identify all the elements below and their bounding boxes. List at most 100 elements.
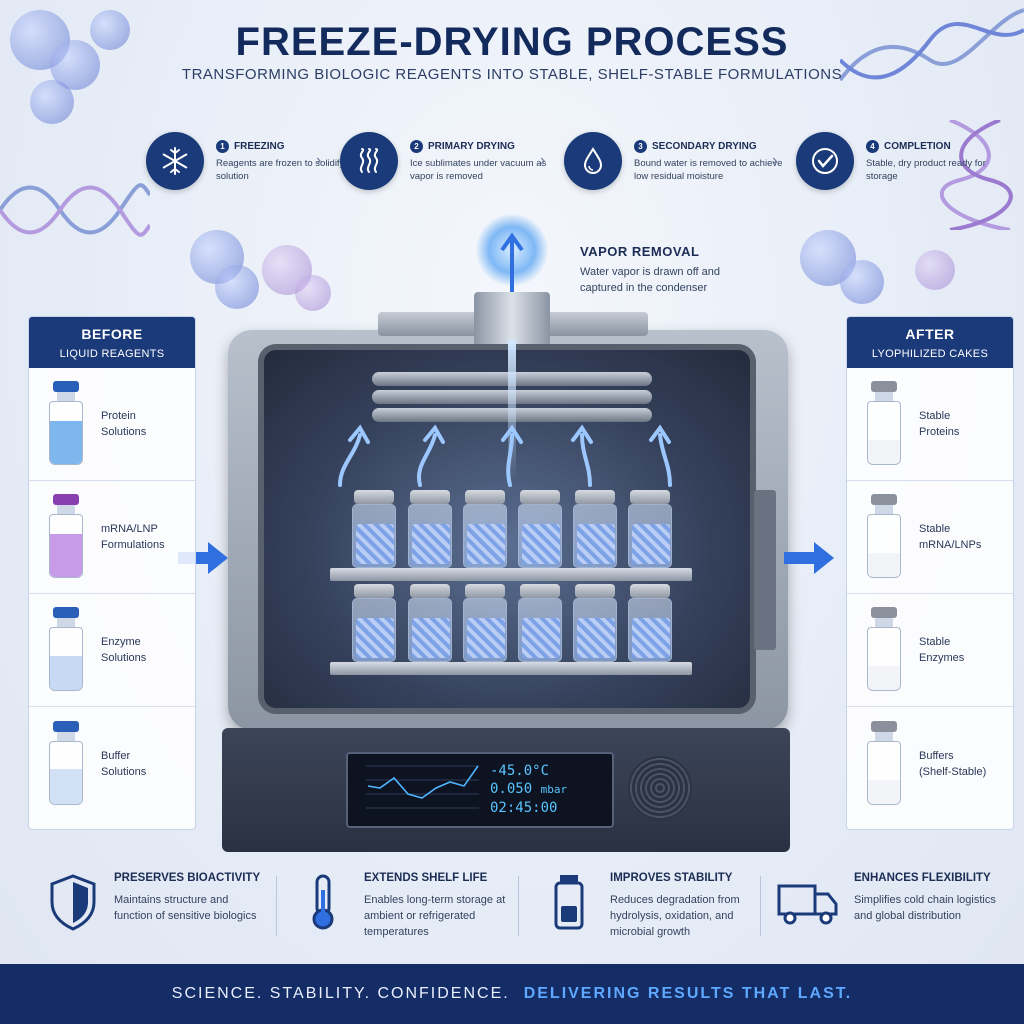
before-subtitle: LIQUID REAGENTS xyxy=(59,348,165,360)
step-description: Ice sublimates under vacuum as vapor is … xyxy=(410,157,547,182)
chamber-vial xyxy=(573,490,617,568)
step-completion: 4 COMPLETION Stable, dry product ready fo… xyxy=(796,130,1024,192)
vial-label: mRNA/LNP Formulations xyxy=(101,523,165,551)
vial-label: Buffers (Shelf-Stable) xyxy=(919,749,987,778)
chamber-vial xyxy=(573,584,617,662)
step-title: SECONDARY DRYING xyxy=(652,140,757,152)
chevron-right-icon: › xyxy=(540,152,546,169)
vial-label: Protein Solutions xyxy=(101,410,147,438)
step-number: 3 xyxy=(634,139,647,153)
liquid-vial-icon xyxy=(47,494,85,580)
vapor-arrows xyxy=(338,424,672,487)
time-readout: 02:45:00 xyxy=(490,800,558,816)
dna-helix-decoration-top-right xyxy=(840,8,1024,82)
list-item: mRNA/LNP Formulations xyxy=(29,481,195,594)
benefit-enhances-flexibility: ENHANCES FLEXIBILITY Simplifies cold cha… xyxy=(776,872,1012,948)
benefit-description: Maintains structure and function of sens… xyxy=(114,894,257,922)
arrow-right-icon xyxy=(784,542,834,574)
water-drop-icon xyxy=(564,132,622,190)
benefit-description: Simplifies cold chain logistics and glob… xyxy=(854,894,996,922)
vial-icon xyxy=(554,875,584,930)
checkmark-icon xyxy=(796,132,854,190)
vial-label: Buffer Solutions xyxy=(101,749,147,778)
before-title: BEFORE xyxy=(81,326,143,342)
chamber-shelf xyxy=(330,662,692,675)
list-item: Enzyme Solutions xyxy=(29,594,195,707)
list-item: Buffers (Shelf-Stable) xyxy=(847,707,1013,820)
page-subtitle: TRANSFORMING BIOLOGIC REAGENTS INTO STAB… xyxy=(181,66,843,83)
benefit-description: Reduces degradation from hydrolysis, oxi… xyxy=(610,894,740,938)
benefit-preserves-bioactivity: PRESERVES BIOACTIVITY Maintains structur… xyxy=(46,872,282,948)
step-number: 1 xyxy=(216,139,229,153)
benefit-title: ENHANCES FLEXIBILITY xyxy=(854,872,991,884)
page-title: FREEZE-DRYING PROCESS xyxy=(235,20,789,64)
chamber-vial xyxy=(518,490,562,568)
footer-tagline: SCIENCE. STABILITY. CONFIDENCE. xyxy=(171,985,510,1002)
chamber-vial xyxy=(463,490,507,568)
divider xyxy=(760,876,761,936)
step-title: COMPLETION xyxy=(884,140,951,152)
footer-banner: SCIENCE. STABILITY. CONFIDENCE. DELIVERI… xyxy=(0,964,1024,1024)
chamber-vial xyxy=(352,490,396,568)
vapor-removal-description: Water vapor is drawn off and captured in… xyxy=(580,266,721,294)
thermometer-icon xyxy=(312,874,334,930)
list-item: Stable Proteins xyxy=(847,368,1013,481)
pressure-readout: 0.050 xyxy=(490,781,533,797)
arrow-right-icon xyxy=(178,542,228,574)
shield-icon xyxy=(50,874,96,931)
step-number: 2 xyxy=(410,139,423,153)
benefit-title: PRESERVES BIOACTIVITY xyxy=(114,872,261,884)
truck-icon xyxy=(777,884,838,925)
list-item: Stable mRNA/LNPs xyxy=(847,481,1013,594)
benefit-title: IMPROVES STABILITY xyxy=(610,872,733,884)
liquid-vial-icon xyxy=(47,607,85,693)
chevron-right-icon: › xyxy=(316,152,322,169)
divider xyxy=(518,876,519,936)
vial-label: Stable mRNA/LNPs xyxy=(919,523,982,551)
chamber-vial xyxy=(628,490,672,568)
list-item: Buffer Solutions xyxy=(29,707,195,820)
chamber-vial xyxy=(408,584,452,662)
step-description: Stable, dry product ready for storage xyxy=(866,157,986,182)
liquid-vial-icon xyxy=(47,381,85,467)
chamber-vial xyxy=(628,584,672,662)
benefit-improves-stability: IMPROVES STABILITY Reduces degradation f… xyxy=(542,872,778,948)
benefit-description: Enables long-term storage at ambient or … xyxy=(364,894,506,938)
chamber-vial xyxy=(518,584,562,662)
vapor-outlet-pipe xyxy=(474,292,550,346)
after-title: AFTER xyxy=(905,326,955,342)
vial-label: Stable Proteins xyxy=(919,410,960,438)
powder-vial-icon xyxy=(865,381,903,467)
chamber-vial xyxy=(408,490,452,568)
display-trend-graph xyxy=(366,765,479,809)
chamber-vial xyxy=(352,584,396,662)
dna-helix-decoration-right xyxy=(940,120,1013,230)
before-panel: BEFORE LIQUID REAGENTS Protein Solutions… xyxy=(28,316,196,830)
list-item: Stable Enzymes xyxy=(847,594,1013,707)
display-readout: -45.0°C 0.050 mbar 02:45:00 xyxy=(490,762,567,817)
fan-vent-icon xyxy=(628,756,692,820)
pressure-unit: mbar xyxy=(540,783,568,796)
benefit-title: EXTENDS SHELF LIFE xyxy=(364,872,488,884)
chamber-vial xyxy=(463,584,507,662)
vial-label: Enzyme Solutions xyxy=(101,636,147,664)
chamber-shelf xyxy=(330,568,692,581)
after-subtitle: LYOPHILIZED CAKES xyxy=(871,348,989,360)
powder-vial-icon xyxy=(865,607,903,693)
vapor-removal-title: VAPOR REMOVAL xyxy=(580,244,700,259)
temperature-readout: -45.0°C xyxy=(490,763,550,779)
benefit-extends-shelf-life: EXTENDS SHELF LIFE Enables long-term sto… xyxy=(296,872,532,948)
vapor-waves-icon xyxy=(340,132,398,190)
chevron-right-icon: › xyxy=(772,152,778,169)
vapor-stream xyxy=(508,340,516,480)
step-title: FREEZING xyxy=(234,140,285,152)
door-hinge xyxy=(754,490,776,650)
step-title: PRIMARY DRYING xyxy=(428,140,515,152)
liquid-vial-icon xyxy=(47,720,85,807)
step-description: Reagents are frozen to solidify the solu… xyxy=(216,157,361,182)
step-number: 4 xyxy=(866,139,879,153)
powder-vial-icon xyxy=(865,494,903,580)
vial-label: Stable Enzymes xyxy=(919,636,965,664)
step-primary-drying: 2 PRIMARY DRYING Ice sublimates under vac… xyxy=(340,130,570,192)
